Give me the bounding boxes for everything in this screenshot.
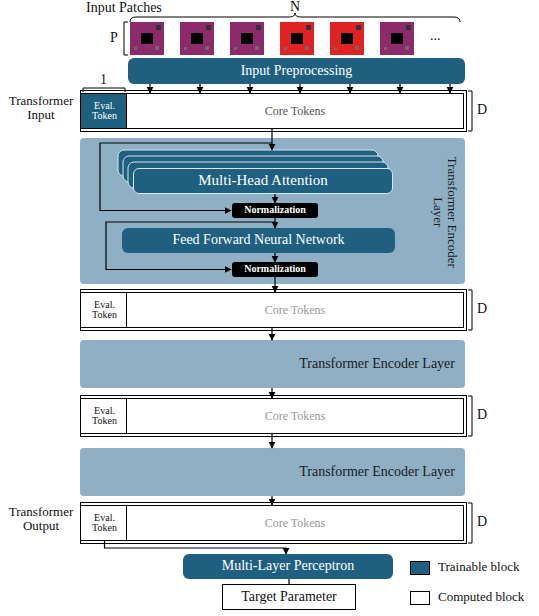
connector — [274, 277, 275, 292]
output-box: Target Parameter — [222, 584, 356, 610]
connector — [274, 253, 275, 262]
input-patch — [330, 22, 364, 55]
input-patch — [180, 22, 214, 55]
axis-label: Input Patches — [86, 0, 162, 16]
ffn-box: Feed Forward Neural Network — [122, 228, 395, 253]
eval-token: Eval. Token — [80, 292, 129, 328]
encoder-layer: Transformer Encoder Layer Multi-Head Atte… — [80, 138, 465, 284]
node-text: Transformer Encoder Layer — [299, 357, 455, 372]
connector — [271, 129, 272, 150]
encoder-panel — [80, 340, 465, 388]
core-tokens: Core Tokens — [126, 93, 464, 129]
stage-label: Transformer Input — [4, 94, 78, 123]
node-text: Core Tokens — [265, 410, 326, 423]
connector — [149, 84, 150, 93]
attention-box: Multi-Head Attention — [133, 168, 393, 194]
norm-box: Normalization — [232, 203, 318, 218]
node-text: Input Preprocessing — [241, 64, 353, 79]
encoder-panel — [80, 448, 465, 496]
node-text: Multi-Layer Perceptron — [222, 559, 355, 574]
legend-text: Trainable block — [438, 559, 519, 575]
input-patches — [130, 22, 414, 55]
node-text: Feed Forward Neural Network — [172, 233, 344, 248]
dimension-label: P — [110, 30, 118, 46]
connector — [271, 434, 272, 448]
node-text: Core Tokens — [265, 304, 326, 317]
node-text: Normalization — [244, 205, 306, 216]
dimension-label: D — [477, 102, 487, 118]
core-tokens: Core Tokens — [126, 292, 464, 328]
node-text: Multi-Head Attention — [198, 173, 328, 189]
connector — [271, 388, 272, 398]
dimension-label: D — [477, 514, 487, 530]
dimension-bracket — [83, 13, 472, 543]
node-text: Core Tokens — [265, 517, 326, 530]
core-tokens: Core Tokens — [126, 398, 464, 434]
connector — [271, 328, 272, 340]
connector — [449, 84, 450, 93]
node-text: Target Parameter — [241, 590, 337, 605]
node-text: Eval. Token — [81, 406, 128, 427]
connector — [274, 194, 275, 203]
legend-text: Computed block — [438, 589, 524, 605]
input-patch — [380, 22, 414, 55]
dimension-label: N — [290, 0, 300, 15]
connector — [199, 84, 200, 93]
node-text: Eval. Token — [81, 101, 128, 122]
connector — [274, 218, 275, 228]
connector — [249, 84, 250, 93]
dimension-label: D — [477, 407, 487, 423]
process-box: Input Preprocessing — [128, 58, 465, 84]
input-patch — [230, 22, 264, 55]
eval-token: Eval. Token — [80, 398, 129, 434]
norm-box: Normalization — [232, 262, 318, 277]
encoder-panel — [80, 138, 465, 284]
dimension-label: 1 — [100, 72, 107, 88]
node-text: Transformer Encoder Layer — [299, 465, 455, 480]
eval-token: Eval. Token — [80, 505, 129, 541]
node-text: Normalization — [244, 264, 306, 275]
node-text: Eval. Token — [81, 513, 128, 534]
connector — [399, 84, 400, 93]
connector — [105, 541, 287, 554]
input-patch — [130, 22, 164, 55]
token-row-outline — [81, 91, 467, 544]
dimension-label: D — [477, 301, 487, 317]
legend-swatch — [410, 561, 430, 575]
stage-label: Transformer Output — [4, 505, 78, 534]
input-patch — [280, 22, 314, 55]
encoder-layer: Transformer Encoder Layer — [80, 448, 465, 496]
mlp-box: Multi-Layer Perceptron — [183, 554, 393, 579]
connector — [299, 84, 300, 93]
core-tokens: Core Tokens — [126, 505, 464, 541]
connector — [349, 84, 350, 93]
node-text: Transformer Encoder Layer — [431, 152, 460, 272]
node-text: Eval. Token — [81, 300, 128, 321]
ellipsis: ... — [430, 28, 441, 44]
encoder-layer: Transformer Encoder Layer — [80, 340, 465, 388]
legend-swatch — [410, 591, 430, 605]
connector — [271, 496, 272, 505]
eval-token: Eval. Token — [80, 93, 129, 129]
node-text: Core Tokens — [265, 105, 326, 118]
